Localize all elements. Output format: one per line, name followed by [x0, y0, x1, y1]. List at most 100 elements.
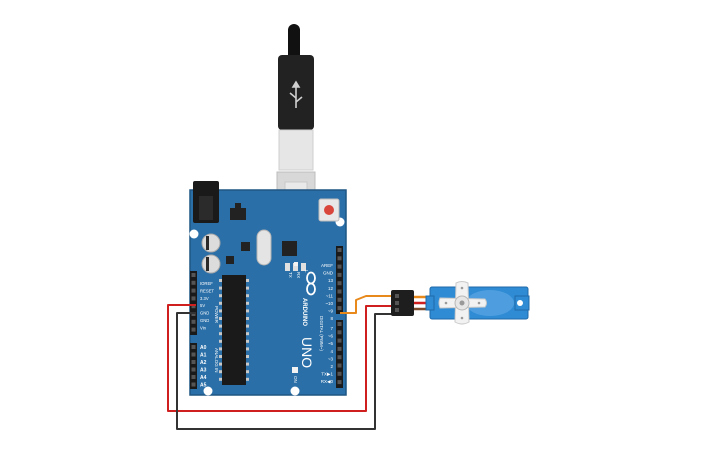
header-pin[interactable]: [191, 280, 196, 285]
chip-pin: [219, 286, 222, 290]
chip-pin: [219, 301, 222, 305]
wire-signal-orange[interactable]: [340, 295, 394, 314]
chip-pin: [246, 294, 249, 298]
digital-header-high: [336, 246, 343, 314]
chip-pin: [219, 309, 222, 313]
chip-pin: [219, 355, 222, 358]
wire-gnd-black[interactable]: [176, 312, 394, 430]
chip-pin: [219, 294, 222, 298]
power-header: [190, 271, 197, 335]
chip-pin: [219, 324, 222, 328]
header-pin[interactable]: [191, 382, 196, 387]
header-pin[interactable]: [337, 289, 342, 294]
smd-chip: [241, 242, 250, 251]
servo-tab-left: [425, 295, 435, 311]
header-pin[interactable]: [337, 306, 342, 311]
header-pin[interactable]: [337, 281, 342, 286]
power-pin-label: GND: [200, 318, 209, 323]
header-pin[interactable]: [191, 367, 196, 372]
header-pin[interactable]: [337, 297, 342, 302]
power-pin-label: RESET: [200, 288, 214, 293]
wire-5v-red[interactable]: [167, 304, 394, 412]
header-pin[interactable]: [337, 338, 342, 343]
header-pin[interactable]: [191, 345, 196, 349]
power-pin-label: Vin: [200, 325, 207, 330]
digital-pin-label: ~6: [328, 334, 334, 339]
header-pin[interactable]: [337, 256, 342, 261]
l-led: [294, 262, 298, 266]
usb-interface-chip: [282, 241, 297, 256]
on-label: ON: [293, 376, 298, 383]
arduino-board[interactable]: TX RX L ARDUINO UNO ON IOREFRESET3.3V5VG…: [189, 181, 347, 396]
header-pin[interactable]: [337, 322, 342, 326]
uno-label: UNO: [299, 337, 315, 368]
crystal-oscillator: [256, 229, 272, 266]
chip-pin: [246, 332, 249, 336]
digital-pin-label: 12: [328, 286, 334, 291]
servo-horn[interactable]: [438, 281, 487, 325]
header-pin[interactable]: [191, 288, 196, 293]
chip-pin: [246, 370, 249, 374]
header-pin[interactable]: [337, 371, 342, 376]
servo-connector: [391, 290, 414, 316]
usb-plug-metal: [278, 129, 314, 171]
digital-pin-label: 2: [330, 364, 333, 369]
l-label: L: [304, 270, 309, 273]
analog-pin-label: A0: [200, 345, 207, 351]
header-pin[interactable]: [191, 375, 196, 379]
mount-hole: [189, 229, 199, 239]
digital-pin-label: 4: [330, 349, 333, 354]
header-pin[interactable]: [337, 380, 342, 385]
chip-pin: [219, 347, 222, 351]
header-pin[interactable]: [337, 264, 342, 269]
digital-pin-label: ~5: [328, 341, 334, 346]
chip-pin: [246, 301, 249, 305]
digital-pin-label: TX▶1: [321, 372, 333, 377]
power-pin-label: GND: [200, 311, 209, 316]
header-pin[interactable]: [191, 319, 196, 324]
header-pin[interactable]: [337, 248, 342, 252]
power-pin-label: 5V: [200, 303, 205, 308]
servo-motor[interactable]: [391, 281, 530, 325]
on-led: [292, 367, 298, 373]
capacitor: [201, 233, 221, 253]
chip-pins: [219, 279, 249, 381]
analog-pin-label: A2: [200, 360, 207, 366]
chip-pin: [246, 339, 249, 343]
chip-pin: [219, 362, 222, 366]
digital-pin-label: GND: [323, 271, 334, 276]
header-pin[interactable]: [337, 355, 342, 360]
reset-button-cap: [324, 205, 334, 215]
header-pin[interactable]: [337, 272, 342, 277]
header-pin[interactable]: [337, 363, 342, 368]
right-header-pins: [337, 248, 342, 385]
chip-pin: [219, 332, 222, 336]
header-pin[interactable]: [191, 327, 196, 332]
analog-pin-label: A1: [200, 353, 207, 359]
header-pin[interactable]: [191, 352, 196, 357]
header-pin[interactable]: [191, 273, 196, 277]
header-pin[interactable]: [337, 346, 342, 351]
power-pin-label: 3.3V: [200, 296, 209, 301]
digital-pin-label: ~11: [326, 293, 334, 298]
header-pin[interactable]: [337, 330, 342, 335]
digital-pin-label: ~3: [328, 356, 334, 361]
chip-pin: [219, 339, 222, 343]
wires: [167, 295, 394, 430]
header-pin[interactable]: [191, 304, 196, 309]
digital-pin-label: RX◀0: [321, 379, 334, 384]
analog-header: [190, 343, 197, 389]
chip-pin: [246, 347, 249, 351]
header-pin[interactable]: [191, 360, 196, 364]
smd-chip: [226, 256, 234, 264]
chip-pin: [246, 377, 249, 381]
power-pin-label: IOREF: [200, 281, 213, 286]
header-pin[interactable]: [191, 296, 196, 301]
digital-pin-label: ~10: [325, 301, 333, 306]
chip-pin: [219, 279, 222, 282]
power-pin-labels: IOREF RESET 3.3V 5V GND GND Vin: [200, 281, 214, 330]
voltage-regulator: [230, 208, 246, 220]
chip-pin: [246, 355, 249, 358]
